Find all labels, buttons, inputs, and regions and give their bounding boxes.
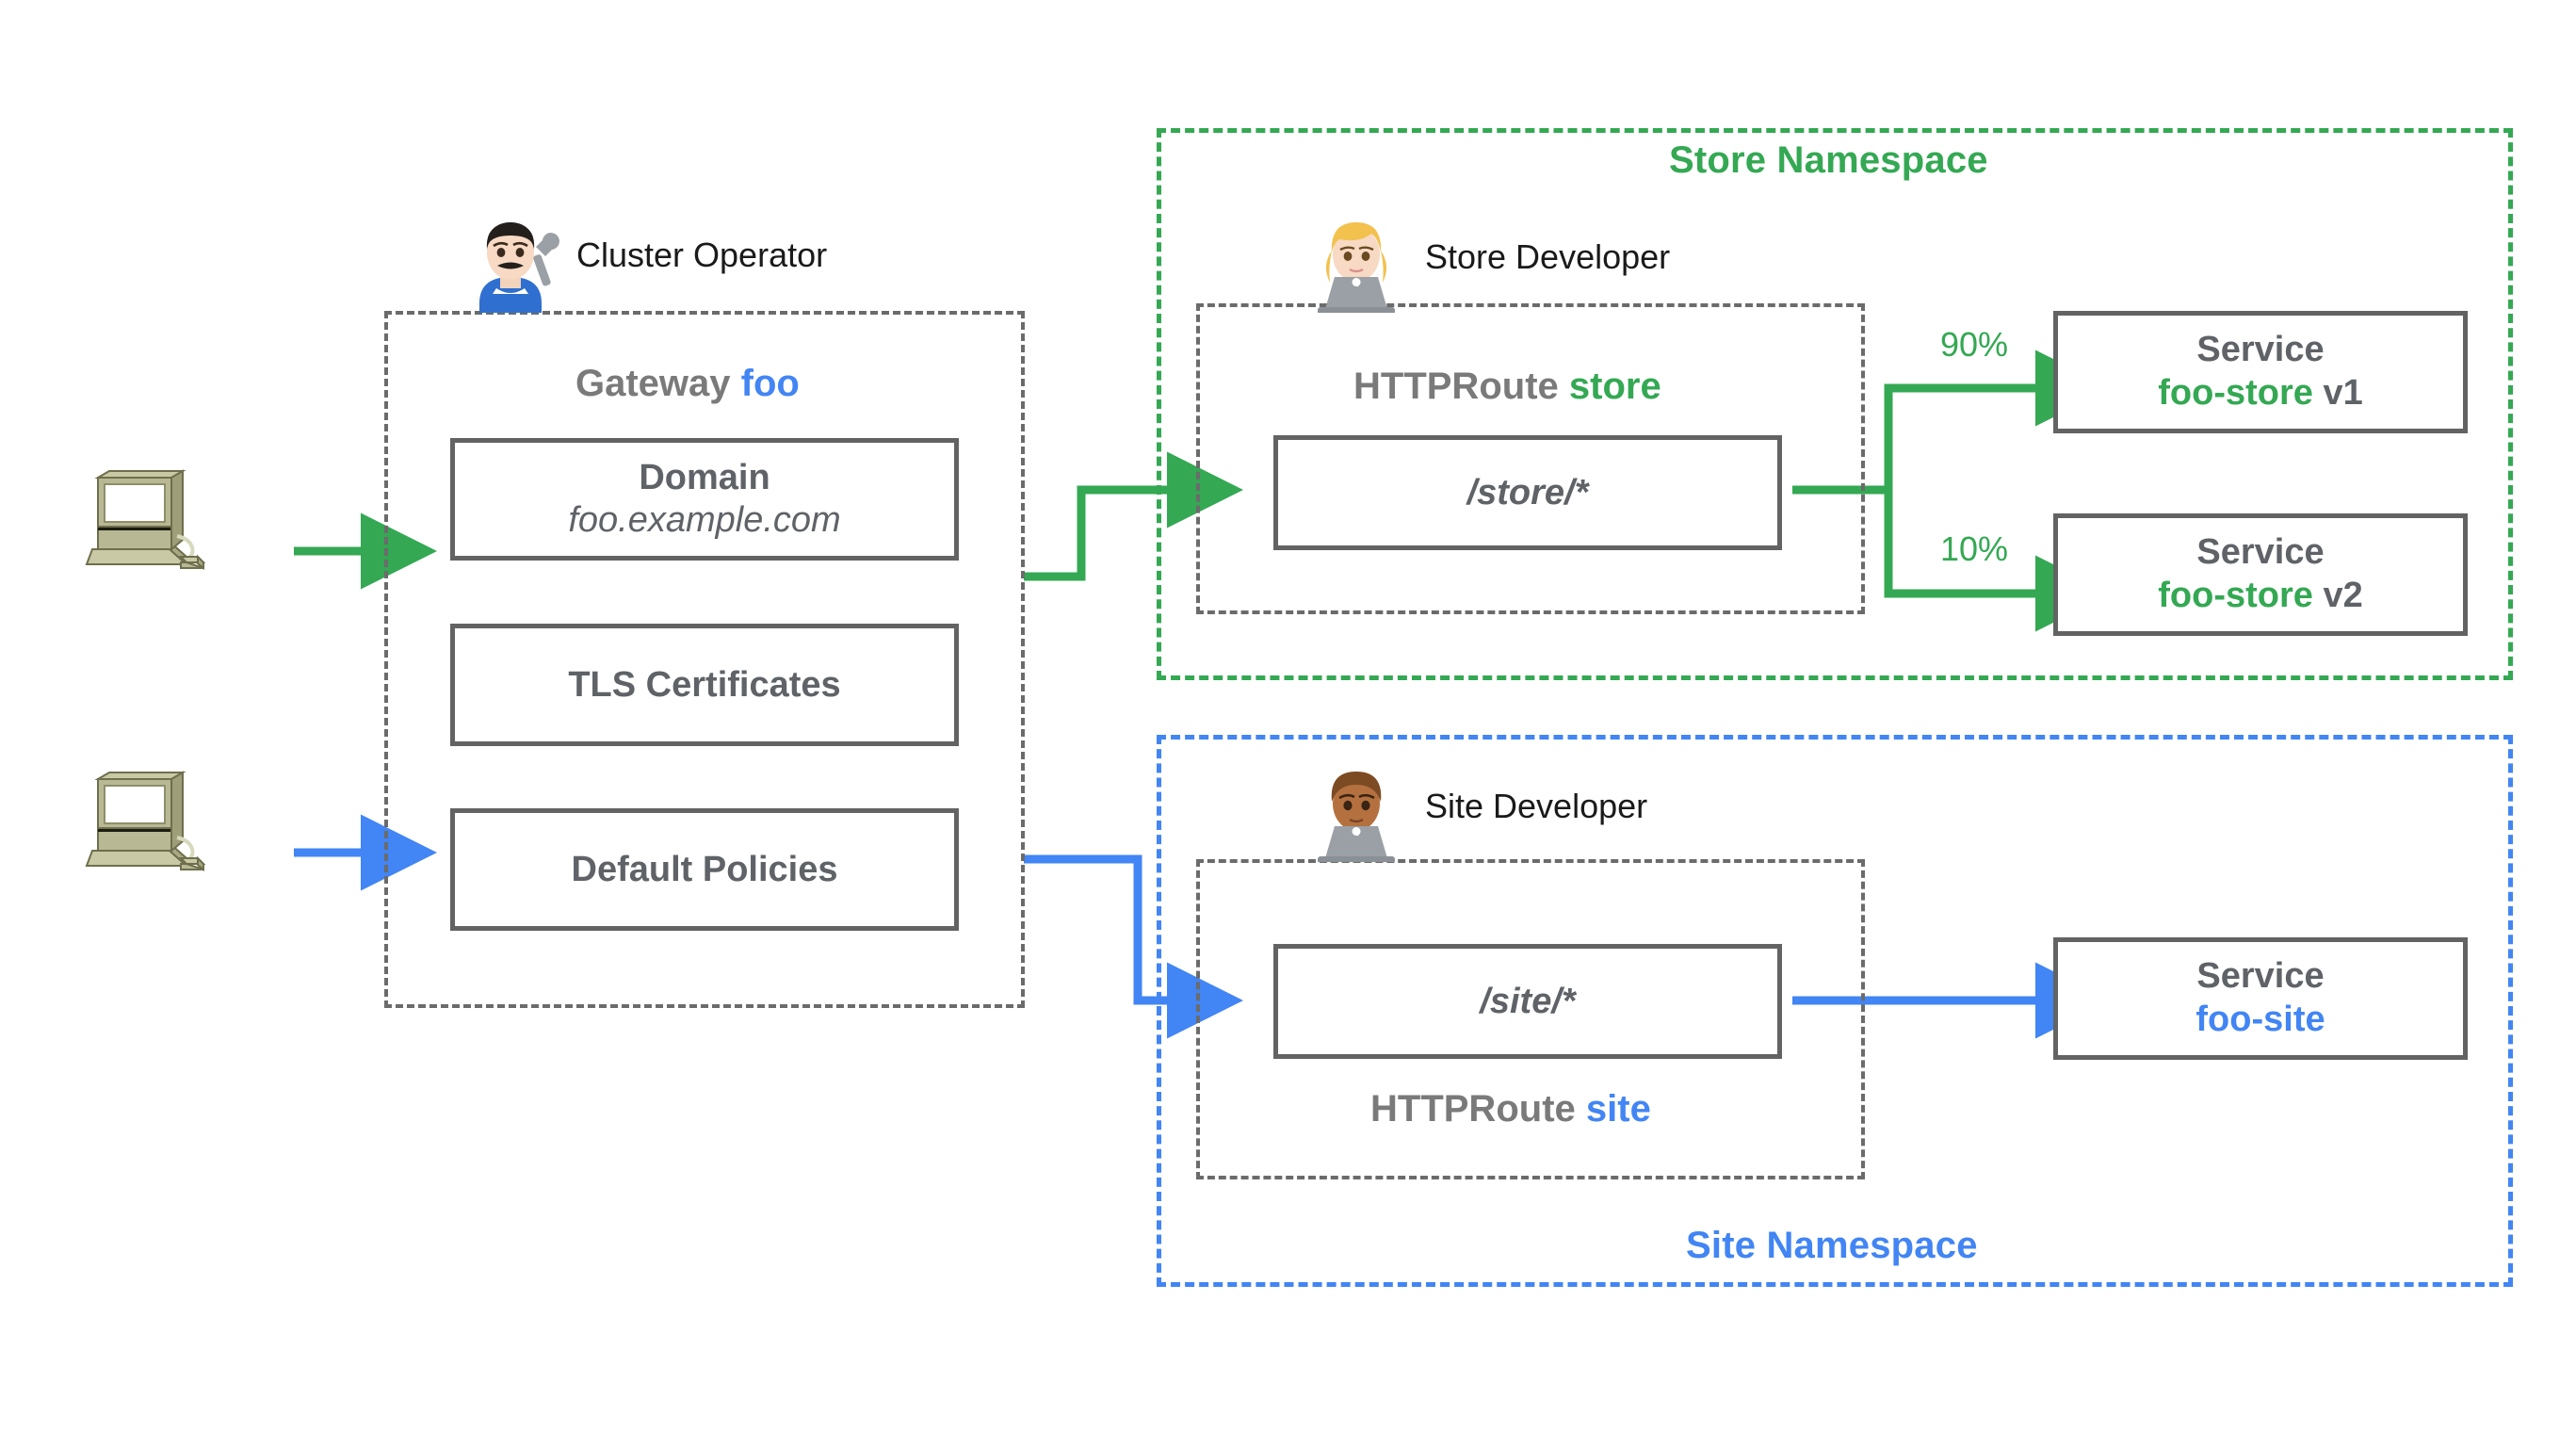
- gateway-title-prefix: Gateway: [575, 363, 731, 404]
- site-persona-label: Site Developer: [1425, 787, 1647, 826]
- store-service-v2-name: foo-store: [2158, 576, 2313, 615]
- gateway-item-domain-label: Domain: [639, 458, 770, 498]
- store-namespace-label: Store Namespace: [1669, 139, 1988, 182]
- gateway-title: Gateway foo: [575, 363, 800, 405]
- store-route-match-path: /store/*: [1466, 472, 1589, 512]
- store-route-title-name: store: [1568, 366, 1661, 407]
- developer-avatar-icon: [1304, 758, 1408, 862]
- site-service-name: foo-site: [2195, 1000, 2325, 1039]
- gateway-title-name: foo: [740, 363, 800, 404]
- store-service-v1-version: v1: [2323, 373, 2363, 413]
- store-service-v2-box[interactable]: Service foo-store v2: [2053, 513, 2468, 636]
- site-route-match-path: /site/*: [1480, 981, 1576, 1021]
- site-route-title: HTTPRoute site: [1370, 1088, 1651, 1130]
- store-namespace-label-text: Store Namespace: [1669, 139, 1988, 181]
- gateway-item-policies[interactable]: Default Policies: [450, 808, 959, 931]
- site-service-box[interactable]: Service foo-site: [2053, 937, 2468, 1060]
- store-persona-label: Store Developer: [1425, 237, 1670, 277]
- store-backend-weight-v1-text: 90%: [1940, 325, 2009, 364]
- site-namespace-label: Site Namespace: [1686, 1225, 1978, 1267]
- site-route-match-box[interactable]: /site/*: [1273, 944, 1782, 1059]
- blonde-developer-avatar-icon: [1304, 209, 1408, 313]
- store-service-v1-name: foo-store: [2158, 373, 2313, 413]
- client-computer-blue: [75, 768, 254, 895]
- store-namespace-container: [1157, 128, 2513, 680]
- gateway-group: [384, 311, 1025, 1008]
- gateway-persona-text: Cluster Operator: [576, 236, 828, 274]
- gateway-item-tls[interactable]: TLS Certificates: [450, 624, 959, 746]
- store-service-v2-kind: Service: [2196, 532, 2325, 573]
- client-computer-green: [75, 466, 254, 594]
- store-route-title: HTTPRoute store: [1353, 366, 1661, 408]
- gateway-item-domain-value: foo.example.com: [568, 500, 841, 540]
- store-route-title-prefix: HTTPRoute: [1353, 366, 1559, 407]
- store-backend-weight-v2-text: 10%: [1940, 529, 2009, 568]
- store-persona-text: Store Developer: [1425, 237, 1671, 276]
- site-persona-text: Site Developer: [1425, 787, 1648, 825]
- site-route-title-prefix: HTTPRoute: [1370, 1088, 1576, 1130]
- gateway-item-policies-label: Default Policies: [571, 849, 838, 889]
- site-service-kind: Service: [2196, 956, 2325, 997]
- gateway-item-domain[interactable]: Domain foo.example.com: [450, 438, 959, 561]
- store-backend-weight-v2: 10%: [1940, 529, 2008, 569]
- store-service-v2-name-row: foo-store v2: [2158, 575, 2363, 618]
- site-httproute-group: [1196, 859, 1865, 1179]
- store-service-v2-version: v2: [2323, 576, 2363, 615]
- gateway-persona-label: Cluster Operator: [576, 236, 827, 275]
- store-service-v1-name-row: foo-store v1: [2158, 372, 2363, 415]
- store-route-match-box[interactable]: /store/*: [1273, 435, 1782, 550]
- store-backend-weight-v1: 90%: [1940, 325, 2008, 365]
- store-service-v1-kind: Service: [2196, 330, 2325, 370]
- mechanic-avatar-icon: [459, 209, 562, 313]
- store-httproute-group: [1196, 303, 1865, 614]
- store-service-v1-box[interactable]: Service foo-store v1: [2053, 311, 2468, 433]
- site-route-title-name: site: [1585, 1088, 1651, 1130]
- gateway-item-tls-label: TLS Certificates: [568, 664, 841, 705]
- site-namespace-container: [1157, 735, 2513, 1287]
- site-namespace-label-text: Site Namespace: [1686, 1225, 1978, 1266]
